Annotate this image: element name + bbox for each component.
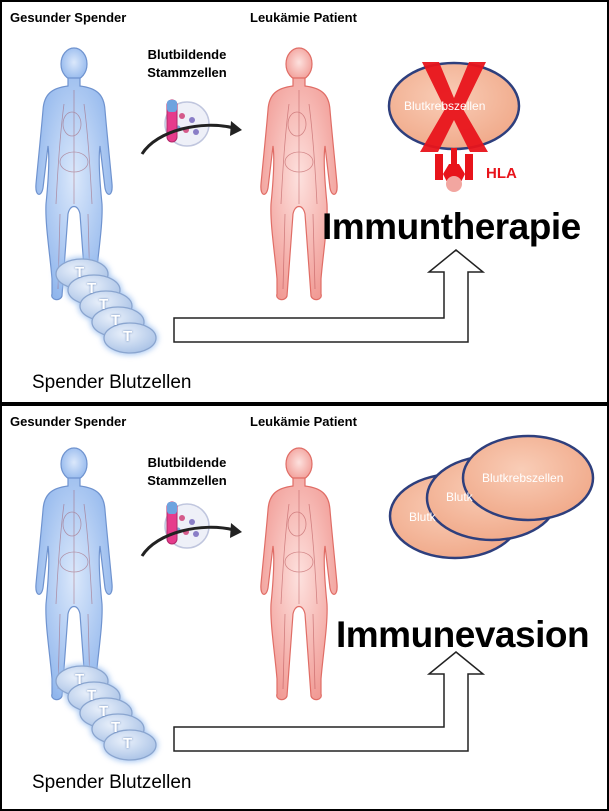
- hla-label: HLA: [486, 165, 517, 182]
- donor-figure-icon: [35, 47, 113, 301]
- cancer-cell-label: Blutk: [446, 490, 473, 504]
- stem-cell-icon: [164, 501, 210, 549]
- cancer-cell-label: Blutkrebszellen: [482, 471, 564, 485]
- transfer-arrow-icon: [140, 523, 242, 557]
- t-cell-label: T: [75, 264, 85, 281]
- donor-label: Gesunder Spender: [10, 10, 127, 25]
- immune-arrow-icon: [173, 249, 486, 343]
- red-cross-icon: [420, 62, 488, 152]
- t-cell-label: T: [75, 671, 85, 688]
- t-cell-label: T: [111, 719, 121, 736]
- transfer-arrow-icon: [140, 121, 242, 155]
- cancer-cell-label: Blutk: [409, 510, 436, 524]
- patient-figure-icon: [260, 447, 338, 701]
- immune-arrow-icon: [173, 651, 486, 752]
- title-immunevasion: Immunevasion: [336, 614, 590, 655]
- donor-blood-label: Spender Blutzellen: [32, 372, 192, 393]
- t-cell-label: T: [123, 328, 133, 345]
- stem-cell-label: Blutbildende Stammzellen: [134, 46, 240, 82]
- panel-immuntherapie: Gesunder Spender Leukämie Patient Blutbi…: [0, 0, 609, 404]
- patient-figure-icon: [260, 47, 338, 301]
- t-cell-group: [54, 664, 158, 762]
- cancer-cell-label: Blutkrebszellen: [404, 99, 486, 113]
- donor-label: Gesunder Spender: [10, 414, 127, 429]
- stem-cell-label: Blutbildende Stammzellen: [134, 454, 240, 490]
- diagram-canvas: [35, 434, 595, 762]
- t-cell-group: [54, 257, 158, 355]
- stem-cell-label-line1: Blutbildende: [147, 47, 227, 62]
- stem-cell-label-line2: Stammzellen: [147, 65, 227, 80]
- panel-immunevasion: Gesunder Spender Leukämie Patient Blutbi…: [0, 404, 609, 811]
- t-cell-label: T: [99, 703, 109, 720]
- t-cell-label: T: [87, 687, 97, 704]
- t-cell-label: T: [99, 296, 109, 313]
- stem-cell-label-line1: Blutbildende: [147, 455, 227, 470]
- t-cell-label: T: [111, 312, 121, 329]
- patient-label: Leukämie Patient: [250, 414, 357, 429]
- stem-cell-label-line2: Stammzellen: [147, 473, 227, 488]
- donor-figure-icon: [35, 447, 113, 701]
- cancer-cell-cluster-icon: [388, 434, 595, 560]
- stem-cell-icon: [164, 99, 210, 147]
- hla-receptor-icon: [435, 148, 473, 192]
- t-cell-label: T: [87, 280, 97, 297]
- title-immuntherapie: Immuntherapie: [322, 206, 581, 247]
- donor-blood-label: Spender Blutzellen: [32, 772, 192, 793]
- patient-label: Leukämie Patient: [250, 10, 357, 25]
- diagram-canvas: [35, 47, 521, 355]
- t-cell-label: T: [123, 735, 133, 752]
